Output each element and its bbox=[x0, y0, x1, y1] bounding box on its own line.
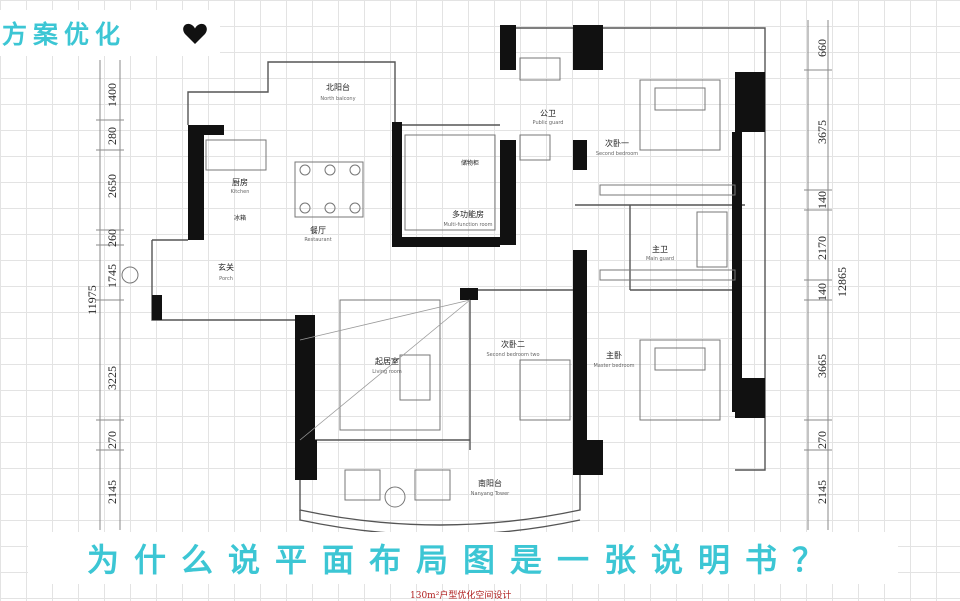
label-north-balcony-en: North balcony bbox=[320, 96, 355, 102]
dimension-labels: 1400 280 2650 260 1745 11975 3225 270 21… bbox=[85, 39, 849, 504]
circulation-lines bbox=[299, 299, 471, 441]
structural-walls bbox=[152, 25, 765, 480]
dim-left-270: 270 bbox=[105, 431, 119, 449]
room-labels: 北阳台 North balcony 厨房 Kitchen 冰箱 餐厅 Resta… bbox=[218, 82, 674, 497]
label-fridge: 冰箱 bbox=[234, 214, 246, 222]
dimension-lines bbox=[96, 20, 832, 530]
dim-right-12865: 12865 bbox=[835, 267, 849, 297]
dim-left-260: 260 bbox=[105, 229, 119, 247]
label-second-bedroom-one: 次卧一 bbox=[605, 138, 629, 148]
wall-outlines bbox=[151, 27, 766, 536]
label-kitchen-en: Kitchen bbox=[231, 189, 250, 195]
dim-right-140b: 140 bbox=[815, 283, 829, 301]
dim-right-270: 270 bbox=[815, 431, 829, 449]
label-master-bedroom: 主卧 bbox=[606, 350, 622, 360]
label-public-wc: 公卫 bbox=[540, 109, 556, 118]
footer-note: 130m²户型优化空间设计 bbox=[410, 591, 512, 601]
label-living-room-en: Living room bbox=[372, 369, 402, 375]
furniture bbox=[121, 57, 736, 508]
dim-right-3675: 3675 bbox=[815, 120, 829, 144]
dim-right-2145: 2145 bbox=[815, 480, 829, 504]
dim-left-1745: 1745 bbox=[105, 264, 119, 288]
label-public-wc-en: Public guard bbox=[533, 120, 564, 126]
label-restaurant-en: Restaurant bbox=[304, 237, 331, 243]
dim-left-280: 280 bbox=[105, 127, 119, 145]
label-south-balcony-en: Nanyang Tower bbox=[471, 491, 510, 497]
dim-left-2145: 2145 bbox=[105, 480, 119, 504]
label-master-wc: 主卫 bbox=[652, 244, 668, 254]
label-living-room: 起居室 bbox=[375, 356, 399, 366]
dim-left-2650: 2650 bbox=[105, 174, 119, 198]
label-storage: 储物柜 bbox=[461, 159, 479, 167]
dim-left-1400: 1400 bbox=[105, 83, 119, 107]
dim-left-3225: 3225 bbox=[105, 366, 119, 390]
dim-right-660: 660 bbox=[815, 39, 829, 57]
caption-bar: 为什么说平面布局图是一张说明书？ bbox=[28, 532, 898, 584]
label-porch: 玄关 bbox=[218, 262, 234, 272]
label-kitchen: 厨房 bbox=[232, 177, 248, 187]
heart-icon bbox=[183, 23, 207, 44]
label-restaurant: 餐厅 bbox=[310, 226, 326, 235]
label-north-balcony: 北阳台 bbox=[326, 82, 350, 92]
label-second-bedroom-two: 次卧二 bbox=[501, 339, 525, 349]
label-multi: 多功能房 bbox=[452, 209, 484, 219]
dim-right-140a: 140 bbox=[815, 191, 829, 209]
label-second-bedroom-one-en: Second bedroom bbox=[596, 151, 638, 157]
label-master-bedroom-en: Master bedroom bbox=[593, 363, 634, 369]
caption-text: 为什么说平面布局图是一张说明书？ bbox=[86, 541, 839, 579]
label-second-bedroom-two-en: Second bedroom two bbox=[486, 352, 539, 358]
dim-right-2170: 2170 bbox=[815, 236, 829, 260]
dim-left-11975: 11975 bbox=[85, 285, 99, 315]
dim-right-3665: 3665 bbox=[815, 354, 829, 378]
label-south-balcony: 南阳台 bbox=[478, 478, 502, 488]
label-master-wc-en: Main guard bbox=[646, 256, 674, 262]
section-badge: 方案优化 bbox=[0, 10, 220, 56]
label-multi-en: Multi-function room bbox=[444, 222, 493, 228]
badge-label: 方案优化 bbox=[2, 20, 127, 49]
label-porch-en: Porch bbox=[219, 276, 233, 282]
